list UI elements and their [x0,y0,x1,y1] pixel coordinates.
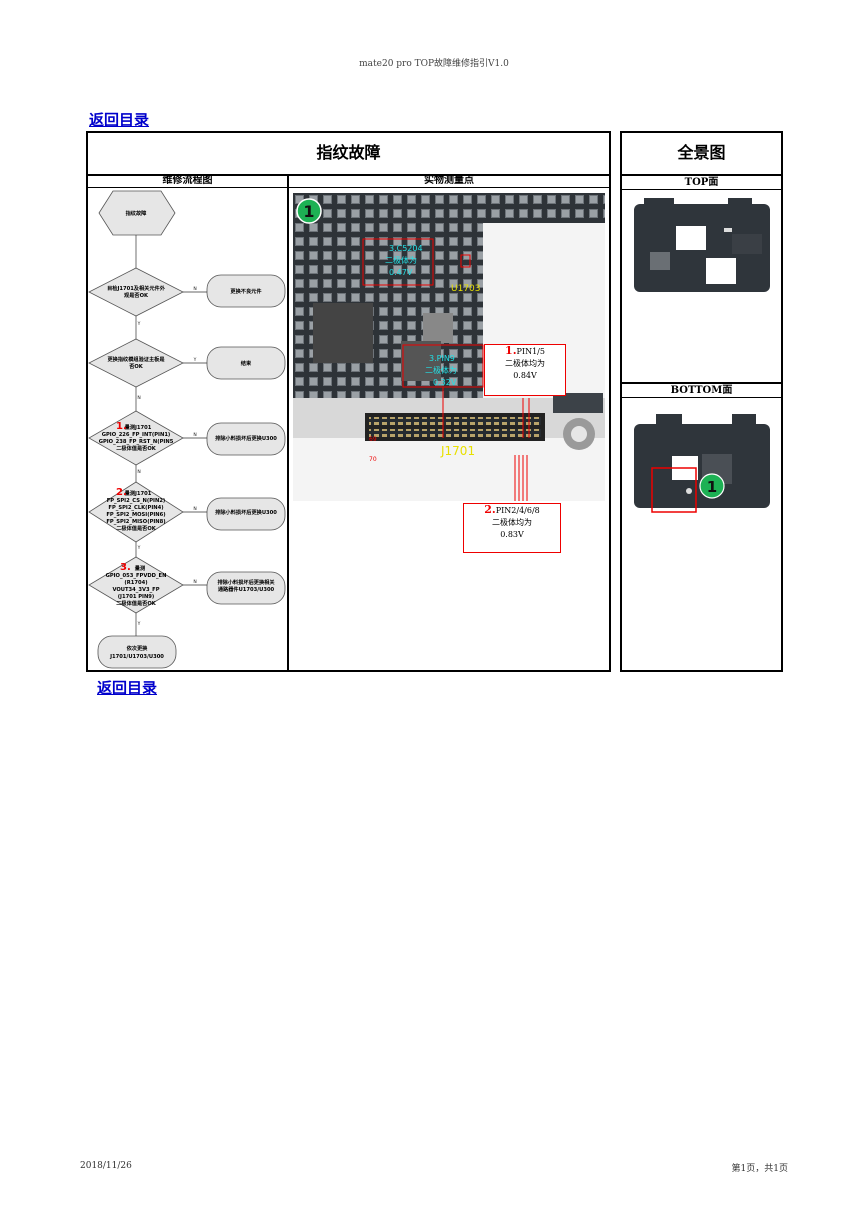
pin2468-desc: 二极体均为 [492,518,532,527]
pin-number-left: 69 [369,436,377,443]
pin2468-label: PIN2/4/6/8 [495,506,540,515]
flow-a4-text: 排除小料损坏后更换U300 [215,508,277,516]
flow-d3-step-number: 1. [116,421,127,432]
flow-d5-line: GPIO_053_FPVDD_EN [106,573,167,579]
flow-a2-text: 结束 [241,359,252,367]
flow-d2-line: 否OK [129,362,144,370]
top-face-header: TOP面 [622,176,781,190]
flow-no-label: N [193,286,196,292]
panorama-title: 全景图 [622,133,781,176]
pin15-step-number: 1. [505,344,517,357]
flow-d4-line: 量测J1701 [125,489,152,497]
flow-decision-2 [88,338,184,388]
points-column-header: 实物测量点 [289,174,609,188]
back-to-toc-link[interactable]: 返回目录 [89,111,150,129]
flow-yes-label: Y [193,357,197,363]
u1703-label: U1703 [451,284,481,294]
flow-d3-line: 二极体值是否OK [116,444,157,452]
marker-number: 1 [303,202,314,221]
footer-date: 2018/11/26 [80,1161,132,1171]
flow-d2-line: 更换指纹模组验证主板是 [107,355,165,363]
bottom-board-image: 1 [634,414,770,513]
bottom-marker-number: 1 [707,478,717,496]
flow-action-1 [206,274,286,308]
c5204-line: 0.47V [389,268,413,277]
flow-no-label: N [193,432,196,438]
pin15-callout: 1.PIN1/5 二极体均为 0.84V [484,344,566,396]
flow-start-text: 指纹故障 [126,209,148,217]
repair-flowchart: 指纹故障 目检J1701及相关元件外 观是否OK 更换不良元件 更换指纹模组验证… [88,190,286,669]
fault-title: 指纹故障 [88,133,609,176]
flow-d4-line: FP_SPI2_CLK(PIN4) [108,505,163,511]
marker-badge [296,198,322,224]
flow-a5-line: 排除小料损坏后更换相关 [217,578,275,586]
bottom-face-header: BOTTOM面 [622,384,781,398]
flow-d3-line: 量测J1701 [125,423,152,431]
pin2468-step-number: 2. [484,503,496,516]
bottom-marker-badge [699,473,725,499]
footer-page-number: 第1页，共1页 [731,1164,788,1174]
flow-a3-text: 排除小料损坏后更换U300 [215,434,277,442]
bottom-face-panel: 1 [622,398,781,668]
pin9-label: 3.PIN9 [429,354,455,363]
flow-no-label: N [193,506,196,512]
j1701-label: J1701 [440,444,475,458]
pin2468-value: 0.83V [500,530,524,539]
flow-action-4 [206,497,286,531]
flow-d3-line: GPIO_238_FP_RST_N(PIN5 [99,439,174,445]
document-header: mate20 pro TOP故障维修指引V1.0 [359,59,509,69]
flow-no-label: N [137,395,140,401]
pin9-line: 0.32V [433,378,457,387]
flow-a1-text: 更换不良元件 [230,287,262,295]
flow-yes-label: Y [137,545,141,551]
flow-no-label: N [193,579,196,585]
c5204-line: 二极体为 [385,255,417,265]
panorama-table: 全景图 TOP面 BOTTOM面 1 [620,131,783,672]
flow-d4-line: FP_SPI2_CS_N(PIN2) [107,498,166,504]
flow-d3-line: GPIO_226_FP_INT(PIN1) [102,432,171,438]
flow-action-3 [206,422,286,456]
flow-end-line: 依次更换 [127,644,149,652]
flow-d1-line: 观是否OK [124,291,149,299]
top-face-panel [622,190,781,384]
pin9-line: 二极体为 [425,365,457,375]
flow-a5-line: 通路器件U1703/U300 [218,585,275,593]
flow-d5-line: (R1704) [124,580,147,586]
flow-decision-3 [88,410,184,466]
flow-action-5 [206,571,286,605]
flow-column-header: 维修流程图 [88,174,287,188]
flow-d4-step-number: 2. [116,487,127,498]
flow-d5-step-number: 3. [120,562,131,573]
flow-end-node [97,635,177,669]
pin15-value: 0.84V [513,371,537,380]
pin15-desc: 二极体均为 [505,359,545,368]
flow-decision-1 [88,267,184,317]
column-divider [287,174,289,670]
back-to-toc-link-bottom[interactable]: 返回目录 [97,679,158,697]
flow-no-label: N [137,469,140,475]
flow-start-node [98,190,176,236]
flow-end-line: J1701/U1703/U300 [109,654,164,660]
flow-d4-line: 二极体值是否OK [116,524,157,532]
flow-d5-line: VOUT34_3V3_FP [112,587,159,593]
pin15-label: PIN1/5 [516,347,545,356]
flow-d5-line: (J1701 PIN9) [118,594,155,600]
flow-d1-line: 目检J1701及相关元件外 [107,284,166,292]
flow-d5-line: 量测 [135,564,145,572]
flow-yes-label: Y [137,321,141,327]
flow-yes-label: Y [137,621,141,627]
flow-d5-line: 二极体值是否OK [116,599,157,607]
pin2468-callout: 2.PIN2/4/6/8 二极体均为 0.83V [463,503,561,553]
fault-table: 指纹故障 维修流程图 实物测量点 指纹故障 目 [86,131,611,672]
c5204-label: 3.C5204 [389,244,423,253]
pin-number-left: 70 [369,456,377,463]
top-board-image [634,198,770,292]
flow-d4-line: FP_SPI2_MOSI(PIN6) [106,512,165,518]
flow-d4-line: FP_SPI2_MISO(PIN8) [106,519,165,525]
